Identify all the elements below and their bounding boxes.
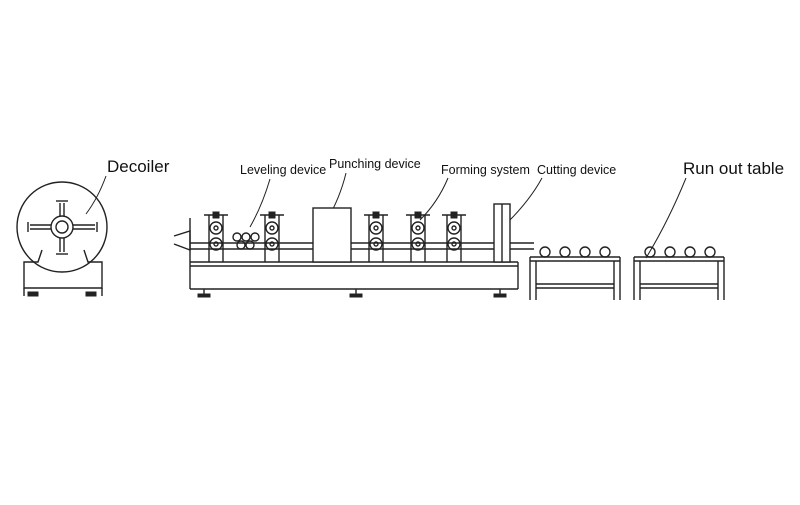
leader-forming	[419, 177, 449, 221]
foot-2	[349, 293, 363, 298]
label-decoiler: Decoiler	[107, 157, 170, 176]
label-forming-system: Forming system	[441, 163, 530, 177]
forming-stand-3	[442, 211, 466, 262]
label-leveling-device: Leveling device	[240, 163, 326, 177]
leader-leveling	[249, 178, 271, 228]
leader-runout	[645, 177, 687, 259]
punch-press-box	[312, 207, 352, 263]
cutting-device	[493, 203, 511, 263]
label-cutting-device: Cutting device	[537, 163, 616, 177]
coil-outer-circle	[16, 181, 108, 273]
forming-stand-2	[406, 211, 430, 262]
leader-decoiler	[85, 175, 107, 215]
foot-3	[493, 293, 507, 298]
leader-cutting	[507, 177, 543, 223]
coil-hub-outer	[50, 215, 74, 239]
leader-lines	[85, 172, 687, 259]
punching-device	[312, 207, 352, 263]
forming-stand-1	[364, 211, 388, 262]
run-out-table-2	[633, 246, 725, 300]
entry-guide	[173, 230, 191, 252]
run-out-table-1	[529, 246, 621, 300]
main-machine-frame	[173, 218, 534, 298]
foot-1	[197, 293, 211, 298]
label-punching-device: Punching device	[329, 157, 421, 171]
decoiler-machine	[16, 181, 108, 297]
forming-system	[364, 211, 466, 262]
label-run-out-table: Run out table	[683, 159, 784, 178]
coil-hub-inner	[55, 220, 69, 234]
decoiler-stand	[23, 249, 103, 289]
leveling-device	[204, 211, 284, 262]
